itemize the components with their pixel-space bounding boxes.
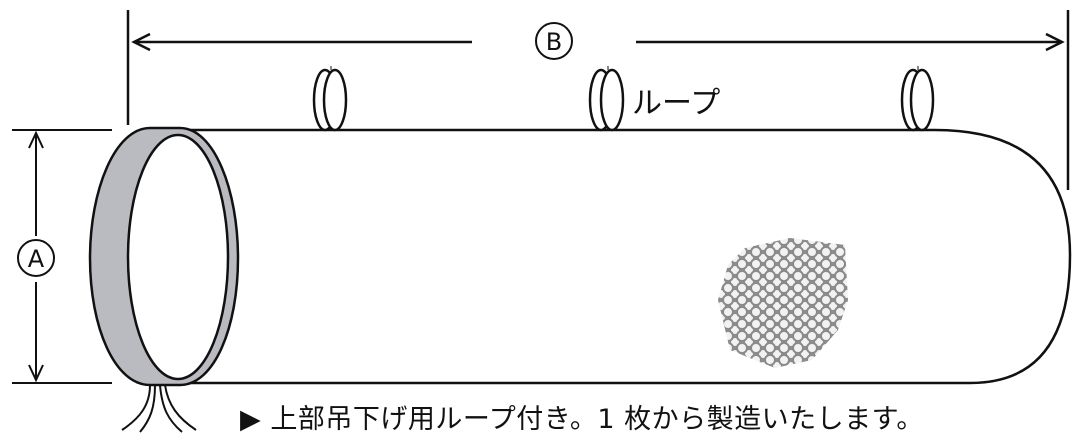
net-mesh-texture bbox=[718, 238, 848, 368]
dimension-b-badge: B bbox=[535, 22, 573, 60]
dimension-b-label: B bbox=[546, 28, 562, 56]
hanging-loop-1 bbox=[312, 66, 348, 132]
loop-ring-icon bbox=[312, 66, 935, 132]
dimension-b-arrow bbox=[131, 32, 1065, 52]
dimension-a-badge: A bbox=[17, 239, 55, 277]
net-body-outline bbox=[160, 128, 1072, 385]
hanging-loop-2 bbox=[588, 66, 625, 132]
loop-label: ループ bbox=[632, 86, 720, 121]
hanging-loop-3 bbox=[900, 66, 935, 132]
rope-icon bbox=[121, 384, 197, 433]
hoop-frame bbox=[88, 126, 240, 387]
dimension-a-arrow bbox=[28, 130, 44, 383]
dimension-a-label: A bbox=[28, 245, 45, 273]
caption-text: ▶ 上部吊下げ用ループ付き。1 枚から製造いたします。 bbox=[240, 404, 924, 435]
